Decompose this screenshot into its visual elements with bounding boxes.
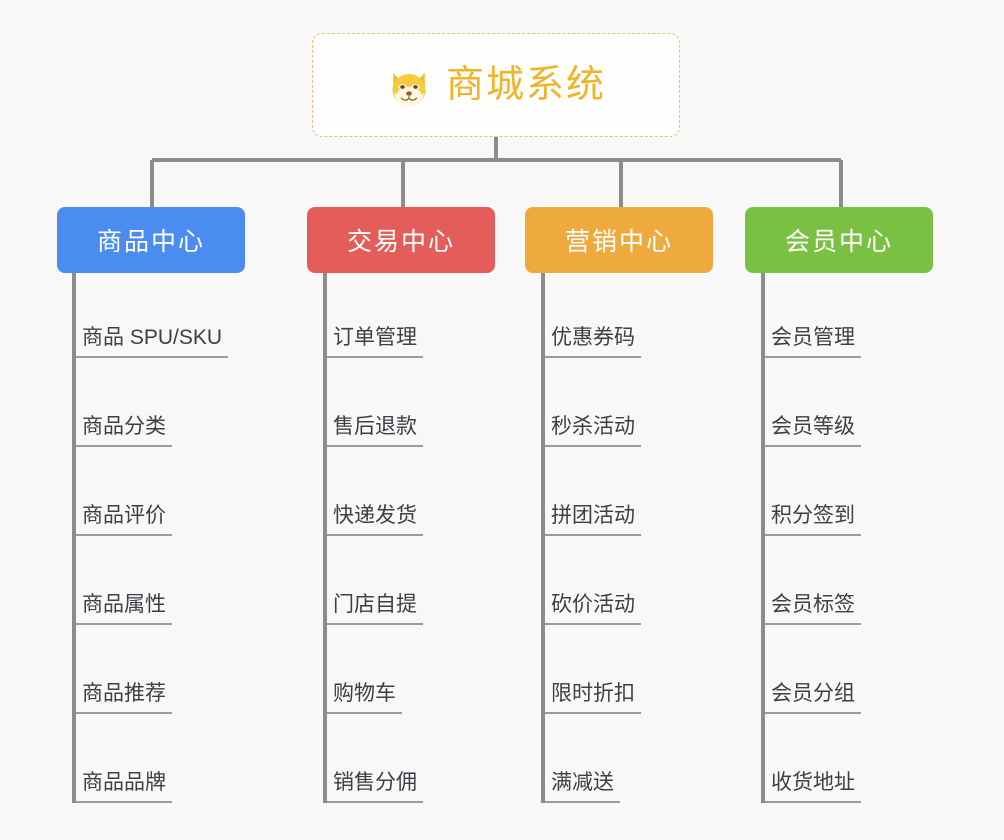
leaf-item[interactable]: 商品属性	[76, 579, 172, 625]
leaf-item-label: 限时折扣	[545, 682, 641, 714]
leaf-item-label: 积分签到	[765, 504, 861, 536]
leaf-item[interactable]: 售后退款	[327, 401, 423, 447]
leaf-item[interactable]: 购物车	[327, 668, 402, 714]
leaf-item-label: 收货地址	[765, 771, 861, 803]
leaf-item[interactable]: 满减送	[545, 757, 620, 803]
leaf-item-label: 售后退款	[327, 415, 423, 447]
leaf-item-label: 门店自提	[327, 593, 423, 625]
leaf-item-label: 砍价活动	[545, 593, 641, 625]
root-node[interactable]: 商城系统	[312, 33, 680, 137]
leaf-item[interactable]: 会员等级	[765, 401, 861, 447]
leaf-item-label: 拼团活动	[545, 504, 641, 536]
leaf-item-label: 商品 SPU/SKU	[76, 326, 229, 358]
leaf-item-label: 优惠券码	[545, 326, 641, 358]
leaf-item[interactable]: 商品评价	[76, 490, 172, 536]
leaf-item-label: 订单管理	[327, 326, 423, 358]
leaf-item[interactable]: 订单管理	[327, 312, 423, 358]
leaf-item-label: 商品品牌	[76, 771, 172, 803]
leaf-item[interactable]: 门店自提	[327, 579, 423, 625]
category-header-marketing-center[interactable]: 营销中心	[525, 207, 713, 273]
leaf-item[interactable]: 销售分佣	[327, 757, 423, 803]
leaf-item[interactable]: 限时折扣	[545, 668, 641, 714]
leaf-item[interactable]: 砍价活动	[545, 579, 641, 625]
leaf-item[interactable]: 优惠券码	[545, 312, 641, 358]
leaf-item-label: 快递发货	[327, 504, 423, 536]
leaf-item[interactable]: 会员分组	[765, 668, 861, 714]
leaf-item[interactable]: 拼团活动	[545, 490, 641, 536]
leaf-item-label: 会员管理	[765, 326, 861, 358]
leaf-item-label: 会员等级	[765, 415, 861, 447]
leaf-item[interactable]: 商品品牌	[76, 757, 172, 803]
leaf-item-label: 购物车	[327, 682, 402, 714]
leaf-item[interactable]: 收货地址	[765, 757, 861, 803]
shiba-inu-icon	[386, 64, 432, 110]
leaf-item[interactable]: 积分签到	[765, 490, 861, 536]
leaf-item[interactable]: 商品推荐	[76, 668, 172, 714]
leaf-item-label: 商品推荐	[76, 682, 172, 714]
leaf-item[interactable]: 秒杀活动	[545, 401, 641, 447]
category-header-product-center[interactable]: 商品中心	[57, 207, 245, 273]
category-header-trade-center[interactable]: 交易中心	[307, 207, 495, 273]
leaf-item[interactable]: 商品分类	[76, 401, 172, 447]
root-title: 商城系统	[445, 64, 606, 106]
leaf-item[interactable]: 快递发货	[327, 490, 423, 536]
leaf-item-label: 满减送	[545, 771, 620, 803]
leaf-item-label: 商品属性	[76, 593, 172, 625]
leaf-item[interactable]: 商品 SPU/SKU	[76, 312, 229, 358]
leaf-item-label: 秒杀活动	[545, 415, 641, 447]
category-header-member-center[interactable]: 会员中心	[745, 207, 933, 273]
leaf-item-label: 会员分组	[765, 682, 861, 714]
leaf-item-label: 商品评价	[76, 504, 172, 536]
leaf-item[interactable]: 会员管理	[765, 312, 861, 358]
leaf-item-label: 会员标签	[765, 593, 861, 625]
leaf-item-label: 商品分类	[76, 415, 172, 447]
leaf-item[interactable]: 会员标签	[765, 579, 861, 625]
leaf-item-label: 销售分佣	[327, 771, 423, 803]
